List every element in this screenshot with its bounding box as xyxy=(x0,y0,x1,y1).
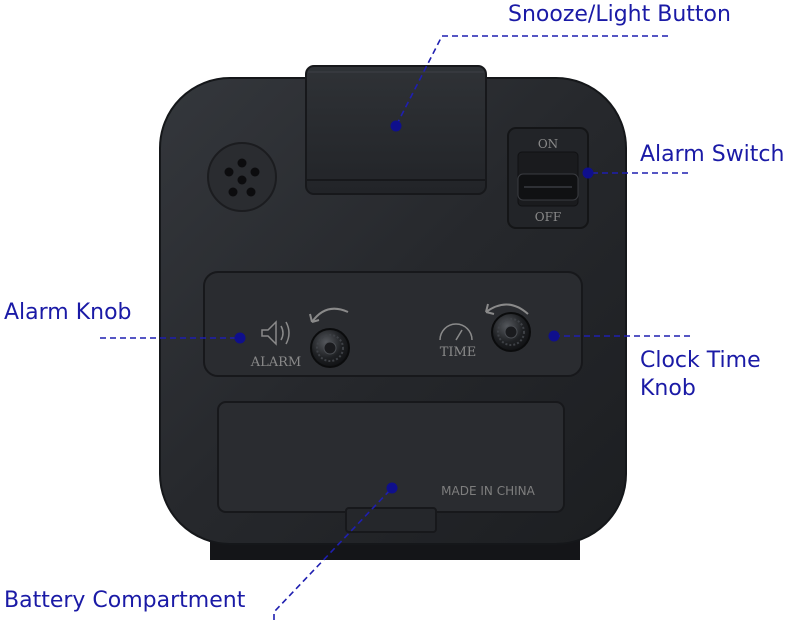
knob-panel xyxy=(203,271,583,377)
clock-time-dot xyxy=(548,330,560,342)
speaker-grille xyxy=(207,142,277,212)
snooze-light-button-label: Snooze/Light Button xyxy=(508,2,731,27)
clock-time-knob-label-line2: Knob xyxy=(640,376,696,401)
alarm-knob-label: ALARM xyxy=(250,355,302,370)
battery-compartment-label: Battery Compartment xyxy=(4,588,246,613)
alarm-switch[interactable] xyxy=(507,127,589,229)
clock-time-knob-label-line1: Clock Time xyxy=(640,348,761,373)
battery-dot xyxy=(386,482,398,494)
leader-lines xyxy=(100,35,690,620)
snooze-leader-line xyxy=(395,35,668,127)
alarm-knob-label-callout: Alarm Knob xyxy=(4,300,132,325)
alarm-knob[interactable] xyxy=(310,328,350,368)
battery-leader-line xyxy=(273,487,393,620)
time-rotate-arrow-icon xyxy=(485,303,529,315)
alarm-knob-dot xyxy=(234,332,246,344)
battery-compartment[interactable] xyxy=(217,401,565,533)
snooze-dot xyxy=(390,120,402,132)
leader-dots xyxy=(234,120,594,494)
made-in-marking: MADE IN CHINA xyxy=(441,484,535,498)
alarm-sound-icon xyxy=(261,320,290,346)
alarm-switch-dot xyxy=(582,167,594,179)
clock-face-icon xyxy=(439,323,473,341)
clock-time-knob[interactable] xyxy=(491,312,531,352)
switch-on-label: ON xyxy=(538,137,558,151)
switch-off-label: OFF xyxy=(535,210,562,224)
alarm-rotate-arrow-icon xyxy=(311,307,349,323)
time-knob-label: TIME xyxy=(440,345,477,360)
alarm-switch-label: Alarm Switch xyxy=(640,142,785,167)
